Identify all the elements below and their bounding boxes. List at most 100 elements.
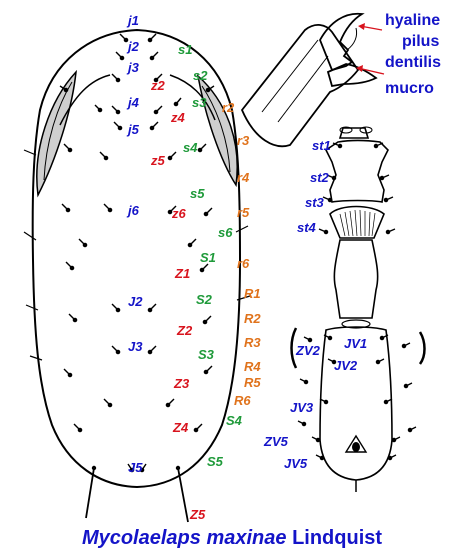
ventral-seta-23-base — [301, 421, 307, 427]
ventral-seta-4-base — [379, 175, 385, 181]
ventral-seta-12-base — [375, 359, 381, 365]
label-s6: s6 — [218, 225, 233, 240]
dorsal-seta-24-base — [199, 267, 205, 273]
chelicera — [240, 12, 378, 148]
dorsal-seta-25-base — [115, 307, 121, 313]
dorsal-seta-27-base — [72, 317, 78, 323]
genital-shield — [333, 239, 379, 319]
label-r6: r6 — [237, 256, 250, 271]
label-J2: J2 — [128, 294, 143, 309]
ventral-seta-6-base — [383, 197, 389, 203]
ventral-seta-10-base — [379, 335, 385, 341]
label-st3: st3 — [305, 195, 325, 210]
ventral-seta-16-base — [391, 437, 397, 443]
label-J3: J3 — [128, 339, 143, 354]
ventral-seta-15-base — [315, 437, 321, 443]
dorsal-seta-5-base — [115, 77, 121, 83]
label-j2: j2 — [126, 39, 140, 54]
right-flap — [196, 73, 238, 188]
label-r3: r3 — [237, 133, 250, 148]
label-Z4: Z4 — [172, 420, 189, 435]
dorsal-seta-26-base — [147, 307, 153, 313]
label-Z3: Z3 — [173, 376, 190, 391]
ventral-seta-7-base — [323, 229, 329, 235]
label-z5: z5 — [150, 153, 166, 168]
movable-digit — [326, 63, 378, 88]
dorsal-shield — [23, 28, 251, 523]
label-r2: r2 — [222, 100, 235, 115]
label-mucro: mucro — [385, 80, 434, 97]
ventral-seta-11-base — [331, 359, 337, 365]
label-R6: R6 — [234, 393, 251, 408]
dorsal-seta-6-base — [153, 77, 159, 83]
dorsal-seta-1-base — [123, 37, 129, 43]
seta-Z5-left — [85, 467, 95, 519]
caption-species: Mycolaelaps maxinae — [81, 527, 287, 549]
label-j6: j6 — [126, 203, 140, 218]
pregenital-plate — [329, 205, 385, 239]
dorsal-seta-31-base — [67, 372, 73, 378]
label-s4: s4 — [183, 140, 198, 155]
ventral-setae — [297, 142, 417, 461]
label-st1: st1 — [312, 138, 331, 153]
label-st2: st2 — [310, 170, 330, 185]
ventral-seta-13-base — [323, 399, 329, 405]
dorsal-seta-19-base — [65, 207, 71, 213]
dorsal-seta-36-base — [193, 427, 199, 433]
label-R5: R5 — [244, 375, 261, 390]
dorsal-setae — [59, 33, 215, 473]
figure-caption: Mycolaelaps maxinae Lindquist — [0, 527, 464, 550]
seta-anterior-right — [169, 74, 216, 121]
label-JV1: JV1 — [344, 336, 367, 351]
dorsal-seta-37-base — [129, 467, 135, 473]
ventral-view — [290, 126, 426, 492]
dorsal-seta-17-base — [107, 207, 113, 213]
dorsal-seta-4-base — [149, 55, 155, 61]
chela-pointers — [356, 23, 385, 75]
label-J5: J5 — [128, 460, 143, 475]
label-Z5: Z5 — [189, 507, 206, 522]
dorsal-seta-9-base — [117, 125, 123, 131]
label-JV2: JV2 — [334, 358, 358, 373]
ventral-seta-22-base — [403, 383, 409, 389]
ventral-seta-19-base — [307, 337, 313, 343]
label-j4: j4 — [126, 95, 140, 110]
dorsal-seta-13-base — [103, 155, 109, 161]
dorsal-seta-8-base — [153, 109, 159, 115]
label-R4: R4 — [244, 359, 261, 374]
label-j1: j1 — [126, 13, 139, 28]
label-S2: S2 — [196, 292, 213, 307]
label-s5: s5 — [190, 186, 205, 201]
ventral-seta-9-base — [327, 335, 333, 341]
label-R3: R3 — [244, 335, 261, 350]
dorsal-seta-29-base — [115, 349, 121, 355]
dorsal-seta-32-base — [203, 369, 209, 375]
seta-Z5-right — [177, 467, 189, 523]
dorsal-seta-22-base — [187, 242, 193, 248]
label-s3: s3 — [192, 95, 207, 110]
dorsal-labels: j1 j2 j3 j4 j5 j6 z2 z4 z5 z6 s1 s2 s3 s… — [126, 13, 261, 522]
ventral-seta-5-base — [327, 197, 333, 203]
dorsal-seta-30-base — [147, 349, 153, 355]
label-hyaline: hyaline — [385, 12, 440, 29]
label-S1: S1 — [200, 250, 216, 265]
ventral-seta-1-base — [337, 143, 343, 149]
chela-labels: hyaline pilus dentilis mucro — [385, 12, 441, 97]
ventral-seta-14-base — [383, 399, 389, 405]
ventral-seta-24-base — [407, 427, 413, 433]
fixed-digit — [319, 12, 365, 72]
dorsal-seta-10-base — [149, 125, 155, 131]
label-z2: z2 — [150, 78, 166, 93]
label-s2: s2 — [193, 68, 208, 83]
dorsal-seta-39-base — [63, 87, 69, 93]
dorsal-seta-21-base — [82, 242, 88, 248]
dorsal-seta-28-base — [202, 319, 208, 325]
dorsal-seta-2-base — [147, 37, 153, 43]
ventral-seta-17-base — [319, 455, 325, 461]
label-S3: S3 — [198, 347, 215, 362]
dorsal-seta-35-base — [77, 427, 83, 433]
right-flap-inner — [201, 85, 231, 173]
ventral-seta-8-base — [385, 229, 391, 235]
seta-anterior-left — [59, 74, 111, 126]
